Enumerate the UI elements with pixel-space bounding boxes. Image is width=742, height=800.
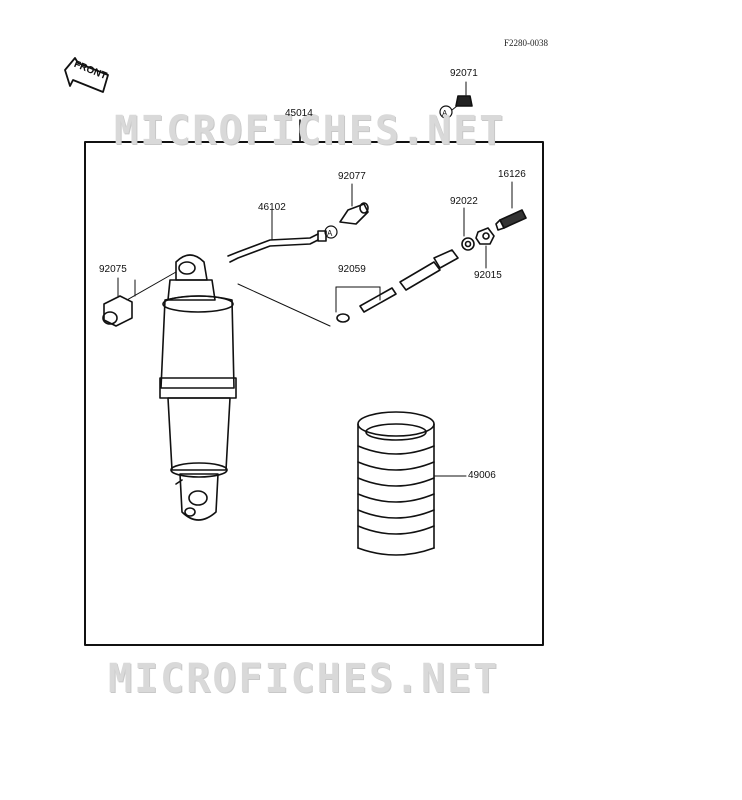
fitting-92059-icon xyxy=(237,249,459,327)
watermark-top: MICROFICHES.NET xyxy=(114,108,506,154)
hose-46102-icon xyxy=(227,209,327,263)
assembly-frame xyxy=(84,141,544,646)
figure-code: F2280-0038 xyxy=(504,38,549,48)
front-arrow-icon xyxy=(64,57,109,93)
ref-marker-top: A xyxy=(442,109,448,118)
part-label-92077: 92077 xyxy=(338,171,366,182)
nut-92015-icon xyxy=(475,227,495,269)
boot-49006-icon xyxy=(357,411,467,556)
ref-marker-hose: A xyxy=(327,229,333,238)
part-label-16126: 16126 xyxy=(498,169,526,180)
shock-absorber-icon xyxy=(159,254,237,521)
part-label-92075: 92075 xyxy=(99,264,127,275)
part-label-92015: 92015 xyxy=(474,270,502,281)
part-label-49006: 49006 xyxy=(468,470,496,481)
watermark-bottom: MICROFICHES.NET xyxy=(108,656,500,702)
bushing-92075-icon xyxy=(102,271,177,327)
part-label-45014: 45014 xyxy=(285,108,313,119)
part-label-92022: 92022 xyxy=(450,196,478,207)
adapter-92077-icon xyxy=(324,183,369,239)
part-label-46102: 46102 xyxy=(258,202,286,213)
washer-92022-icon xyxy=(461,207,475,251)
part-label-92071: 92071 xyxy=(450,68,478,79)
valve-16126-icon xyxy=(495,181,527,231)
cap-92071-icon xyxy=(439,81,473,119)
part-label-92059: 92059 xyxy=(338,264,366,275)
